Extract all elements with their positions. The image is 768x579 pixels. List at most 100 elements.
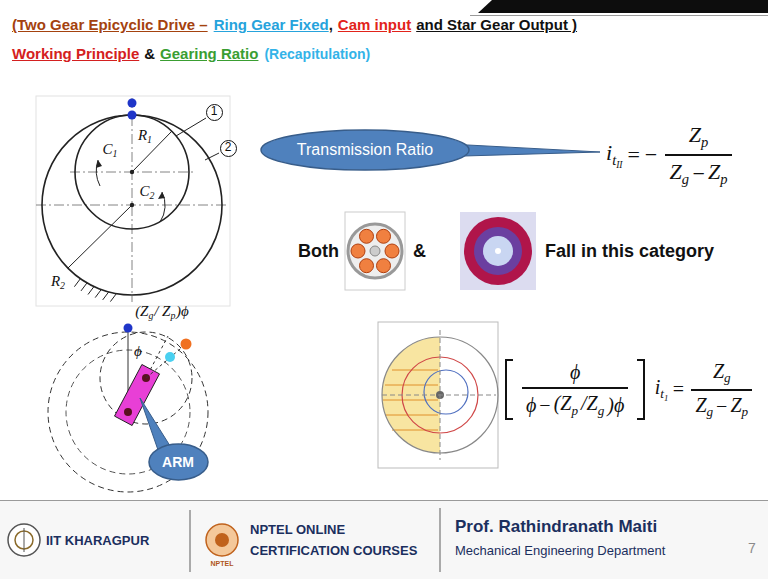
label-text: ϕ <box>134 343 142 360</box>
text-row: ϕϕ−(Zp/Zg)ϕit1=ZgZg−Zp <box>500 359 755 420</box>
subscript: p <box>571 403 578 418</box>
label-text: Both <box>298 241 339 262</box>
subscript-group: Zg <box>695 394 713 420</box>
label-text: Fall in this category <box>545 241 714 262</box>
footer-text: NPTEL ONLINE <box>250 523 345 538</box>
fraction: ϕϕ−(Zp/Zg)ϕ <box>522 361 628 418</box>
footer-separator <box>439 508 441 572</box>
hatch-line <box>110 294 116 302</box>
subscript: g <box>724 370 731 385</box>
fixed-hatching <box>74 279 116 302</box>
hatch-line <box>81 283 87 291</box>
label-text: & <box>413 241 426 262</box>
text-row: (Zg/ Zp)ϕ <box>135 303 189 322</box>
subscript: 2 <box>60 280 65 291</box>
marker-dot <box>128 99 137 108</box>
hatch-line <box>103 292 109 300</box>
text-row: NPTEL ONLINE <box>250 523 345 538</box>
numerator: ϕ <box>566 361 584 387</box>
subscript: 1 <box>113 148 118 159</box>
denominator: Zg−Zp <box>665 156 732 188</box>
fraction-bar <box>691 389 752 391</box>
footer-separator <box>189 510 191 572</box>
label-text: Mechanical Engineering Department <box>455 544 665 559</box>
subscript: p <box>742 404 749 419</box>
label-text: / Z <box>154 303 170 319</box>
cam-circle <box>424 370 468 414</box>
ratio-formula: itII=−ZpZg−Zp <box>606 122 735 188</box>
label-text: p <box>742 404 749 419</box>
marker-dot <box>165 352 175 362</box>
footer-text: IIT KHARAGPUR <box>46 534 149 549</box>
label-text: ϕ <box>570 361 580 384</box>
subscript-group: Zp <box>708 159 728 188</box>
label-text: IIT KHARAGPUR <box>46 534 149 549</box>
label-text: 1 <box>113 148 118 159</box>
hatch-line <box>392 370 438 371</box>
subscript-group: / Zp <box>154 303 175 322</box>
subscript-group: Zg <box>670 159 690 188</box>
leader-line <box>205 153 219 160</box>
slide-title: Cam input <box>338 16 411 33</box>
text-row: Fall in this category <box>545 241 714 262</box>
label-text: Z <box>670 159 682 184</box>
leader-line <box>176 118 206 136</box>
callout-ellipse: Transmission Ratio <box>260 129 470 171</box>
reference-line <box>146 344 186 378</box>
nptel-logo <box>206 524 238 556</box>
text-row: itII=−ZpZg−Zp <box>606 122 735 188</box>
footer-rule <box>0 500 768 501</box>
text-row: R1 <box>138 127 152 146</box>
marker-dot <box>124 324 133 333</box>
subscript: II <box>616 159 622 170</box>
sketch-hatching <box>383 370 438 430</box>
subscript: p <box>720 171 727 187</box>
slide-subtitle: (Recapitulation) <box>264 46 370 62</box>
institute-logo <box>24 528 25 552</box>
centre-line <box>382 395 496 396</box>
callout-number: 1 <box>206 104 223 121</box>
footer-band <box>0 500 768 579</box>
subscript: 2 <box>150 190 155 201</box>
subscript-group: itII <box>606 140 623 170</box>
callout-group: 1 <box>206 104 223 121</box>
planet-gear <box>385 244 399 258</box>
subscript-group: R2 <box>51 273 65 292</box>
text-row: C2 <box>140 183 155 202</box>
nptel-logo <box>215 533 229 547</box>
planet-gear <box>351 244 365 258</box>
bracket-right <box>637 359 645 420</box>
label-text: − <box>716 395 727 418</box>
planet-gear <box>377 229 391 243</box>
ratio-formula: ϕϕ−(Zp/Zg)ϕit1=ZgZg−Zp <box>500 359 755 425</box>
slide-subtitle: Working Principle <box>12 45 139 62</box>
label-text: t <box>612 152 616 168</box>
fraction: ZgZg−Zp <box>691 360 752 420</box>
subscript: t1 <box>660 386 668 401</box>
slide-subtitle: Gearing Ratio <box>160 45 258 62</box>
text-row: (Two Gear Epicyclic Drive –Ring Gear Fix… <box>12 16 577 33</box>
hatch-line <box>88 287 94 295</box>
text-row: Both <box>298 241 339 262</box>
fraction-bar <box>522 387 628 389</box>
label-text: g <box>724 370 731 385</box>
text-row: Working Principle&Gearing Ratio(Recapitu… <box>12 45 370 62</box>
marker-dot <box>181 339 192 350</box>
planet-gear <box>360 259 374 273</box>
header-rule <box>470 15 768 16</box>
institute-logo <box>8 524 40 556</box>
ring-body <box>464 217 532 285</box>
subscript: tII <box>612 152 622 168</box>
angle-label: ϕ <box>134 343 142 360</box>
ring-inner <box>474 227 522 275</box>
label-text: ϕ <box>526 394 536 417</box>
label-text: Z <box>689 122 701 147</box>
arrow-head <box>96 160 102 168</box>
label-text: i <box>655 376 661 398</box>
ring-core <box>483 236 513 266</box>
callout-pointer <box>140 398 172 450</box>
hatch-line <box>95 290 101 298</box>
label-text: g <box>682 171 689 187</box>
text-row: 2 <box>220 140 237 157</box>
footer <box>0 500 768 579</box>
